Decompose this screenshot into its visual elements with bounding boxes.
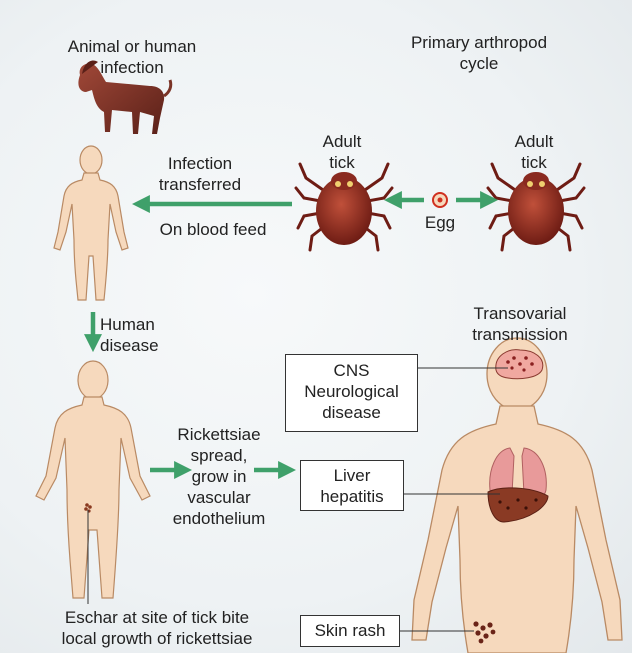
tick-icon: [488, 164, 584, 250]
transovarial-label: Transovarial transmission: [440, 303, 600, 345]
adult-tick-label-left: Adult tick: [302, 131, 382, 173]
animal-infection-label: Animal or human infection: [42, 36, 222, 78]
primary-cycle-label: Primary arthropod cycle: [384, 32, 574, 74]
liver-box: Liver hepatitis: [300, 460, 404, 511]
egg-label: Egg: [418, 212, 462, 233]
rickettsiae-label: Rickettsiae spread, grow in vascular end…: [164, 424, 274, 529]
tick-icon: [296, 164, 392, 250]
human-figure-small: [54, 146, 128, 300]
cns-box: CNS Neurological disease: [285, 354, 418, 432]
human-disease-label: Human disease: [100, 314, 200, 356]
brain-icon: [496, 350, 543, 379]
adult-tick-label-right: Adult tick: [494, 131, 574, 173]
infection-transferred-label: Infection transferred: [140, 153, 260, 195]
eschar-label: Eschar at site of tick bite local growth…: [24, 607, 290, 649]
skin-rash-box: Skin rash: [300, 615, 400, 647]
blood-feed-label: On blood feed: [138, 219, 288, 240]
human-figure-medium: [36, 361, 150, 598]
egg-icon: [433, 193, 447, 207]
